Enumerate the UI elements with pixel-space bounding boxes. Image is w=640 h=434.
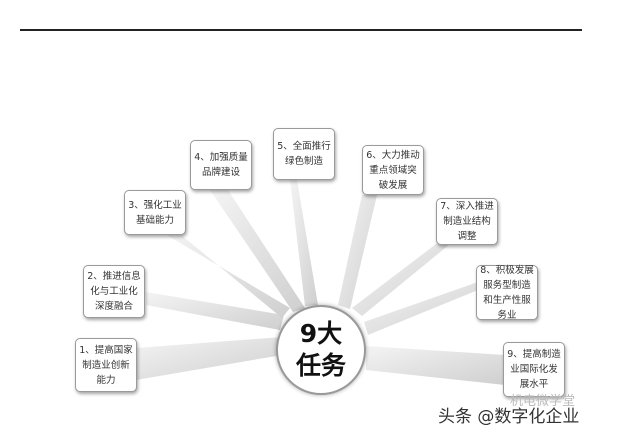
- top-divider-line: [20, 29, 582, 31]
- center-title-line1: 9大: [299, 319, 343, 348]
- task-box-2: 2、推进信息化与工业化深度融合: [83, 265, 145, 318]
- task-box-8: 8、积极发展服务型制造和生产性服务业: [476, 264, 538, 321]
- task-label: 6、大力推动重点领域突破发展: [366, 149, 420, 191]
- task-box-3: 3、强化工业基础能力: [124, 190, 186, 235]
- task-label: 2、推进信息化与工业化深度融合: [87, 271, 141, 312]
- task-label: 8、积极发展服务型制造和生产性服务业: [480, 264, 534, 321]
- task-box-4: 4、加强质量品牌建设: [190, 140, 252, 190]
- spoke-9: [366, 346, 505, 385]
- watermark: 头条 @数字化企业: [438, 407, 580, 427]
- task-label: 5、全面推行绿色制造: [277, 141, 331, 167]
- center-circle: 9大 任务: [276, 305, 366, 395]
- spoke-1: [136, 337, 282, 380]
- spoke-3: [165, 234, 290, 318]
- spoke-8: [364, 282, 478, 335]
- task-box-9: 9、提高制造业国际化发展水平: [503, 342, 565, 397]
- task-box-7: 7、深入推进制造业结构调整: [436, 198, 498, 245]
- task-label: 1、提高国家制造业创新能力: [79, 344, 133, 386]
- task-box-6: 6、大力推动重点领域突破发展: [362, 145, 424, 195]
- spoke-6: [338, 195, 377, 309]
- task-label: 3、强化工业基础能力: [128, 199, 182, 226]
- spoke-7: [352, 244, 450, 316]
- center-title-line2: 任务: [295, 351, 346, 380]
- task-box-5: 5、全面推行绿色制造: [273, 128, 335, 180]
- spoke-5: [290, 180, 318, 306]
- spoke-2: [146, 292, 284, 330]
- task-label: 4、加强质量品牌建设: [194, 152, 248, 178]
- task-label: 7、深入推进制造业结构调整: [440, 201, 494, 242]
- spoke-4: [210, 190, 305, 312]
- task-box-1: 1、提高国家制造业创新能力: [75, 338, 137, 392]
- watermark-faint: 机电微学堂: [510, 394, 576, 409]
- task-label: 9、提高制造业国际化发展水平: [507, 349, 561, 390]
